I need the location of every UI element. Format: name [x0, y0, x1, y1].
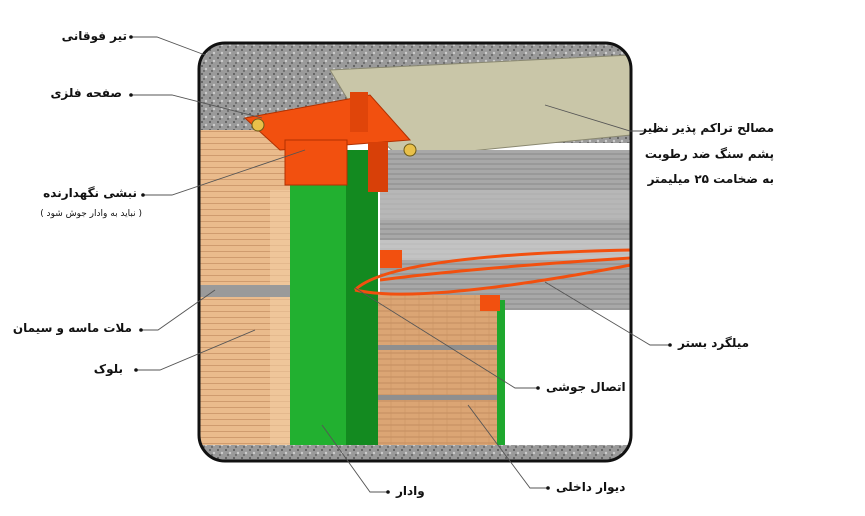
- mortar-joint: [199, 285, 299, 297]
- label-inner-wall: دیوار داخلی: [556, 480, 626, 494]
- label-mortar: ملات ماسه و سیمان: [12, 321, 132, 335]
- label-compressible-1: مصالح تراکم پذیر نظیر: [640, 121, 774, 135]
- label-metal-plate: صفحه فلزی: [50, 86, 122, 100]
- section-drawing: [199, 43, 631, 461]
- label-bed-rebar: میلگرد بستر: [678, 336, 750, 350]
- label-welded-joint: اتصال جوشی: [546, 380, 626, 394]
- label-retaining-angle-note: ( نباید به وادار جوش شود ): [40, 209, 142, 219]
- section-frame: [197, 41, 633, 463]
- floor-slab: [199, 445, 631, 461]
- label-retaining-angle: نبشی نگهدارنده: [43, 186, 137, 200]
- retaining-angle: [284, 139, 348, 186]
- leader-lines: [131, 36, 670, 493]
- ceiling-layers: [380, 150, 631, 310]
- bed-rebar: [353, 248, 631, 296]
- metal-plate: [243, 94, 412, 151]
- stud-column: [290, 150, 346, 450]
- label-block: بلوک: [93, 362, 123, 376]
- label-compressible-3: به ضخامت ۲۵ میلیمتر: [647, 172, 774, 186]
- label-stud: وادار: [396, 484, 425, 498]
- label-top-beam: تیر فوقانی: [61, 29, 127, 43]
- label-compressible-2: پشم سنگ ضد رطوبت: [644, 147, 774, 161]
- leader-dots: [129, 35, 672, 494]
